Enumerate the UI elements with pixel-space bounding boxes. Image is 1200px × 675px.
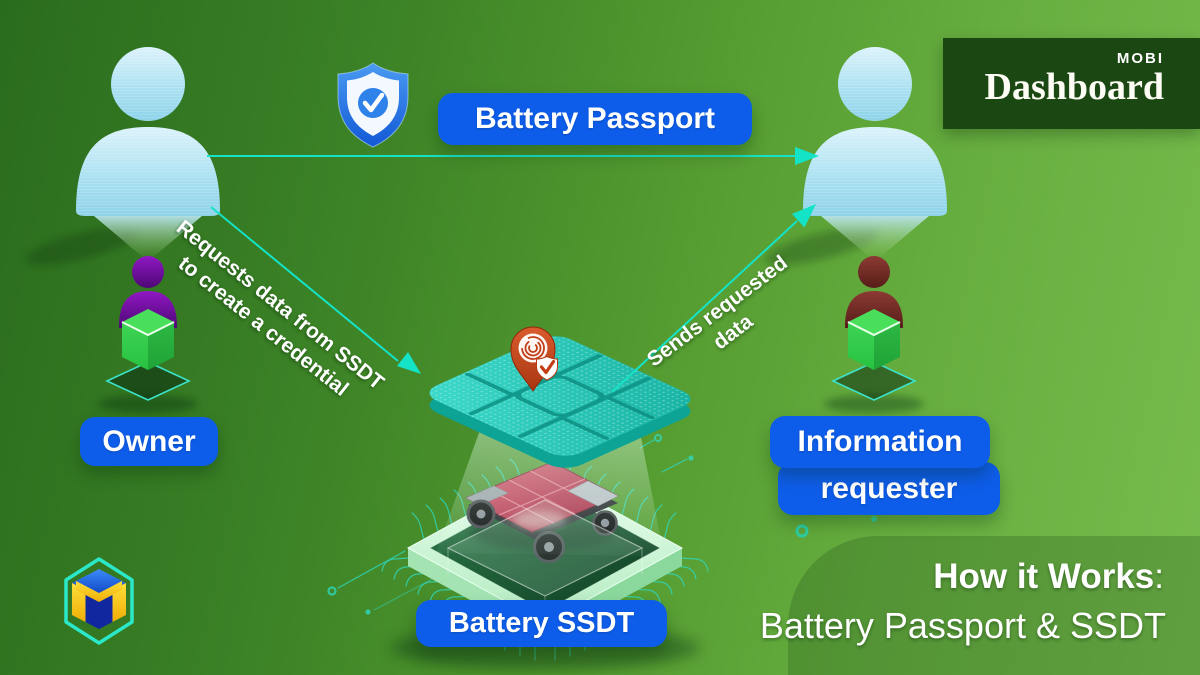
fingerprint-swirl: [521, 336, 545, 360]
requester-base-diamond: [831, 361, 917, 401]
brand-name: MOBI: [1116, 50, 1164, 67]
projection-beam: [436, 430, 664, 622]
request-arrowhead-icon: [397, 352, 421, 374]
send-arrow: [611, 204, 816, 393]
request-arrow: [210, 206, 421, 374]
mobi-cube-hexagon-logo: [64, 557, 134, 645]
battery-passport-label: Battery Passport: [438, 93, 752, 145]
footer-heading-text: How it Works: [933, 557, 1155, 596]
owner-projection-cone: [94, 216, 202, 259]
requester-projection-cone: [821, 216, 929, 259]
battery-ssdt-sim-chip: [429, 326, 691, 468]
send-arrowhead-icon: [792, 204, 816, 228]
footer-subheading: Battery Passport & SSDT: [759, 605, 1166, 646]
information-requester-text2: requester: [820, 471, 958, 505]
requester-avatar: [824, 256, 924, 413]
footer-heading-punct: :: [1154, 557, 1164, 596]
brand-panel: MOBI Dashboard: [943, 38, 1200, 129]
requester-hologram-figure: [803, 47, 947, 413]
footer-heading: How it Works:: [933, 557, 1164, 597]
battery-passport-label-text: Battery Passport: [474, 102, 716, 135]
owner-label: Owner: [80, 417, 218, 466]
verified-shield-check-icon: [337, 62, 409, 148]
location-pin-fingerprint-icon: [510, 326, 558, 392]
battery-ssdt-label-text: Battery SSDT: [448, 607, 635, 639]
passport-arrowhead-icon: [795, 147, 819, 165]
owner-base-diamond: [105, 361, 191, 401]
flow-arrows: [207, 147, 819, 393]
pin-check-icon: [539, 359, 556, 375]
information-requester-label-line2: requester: [778, 462, 1000, 515]
owner-label-text: Owner: [102, 424, 196, 458]
battery-ssdt-label: Battery SSDT: [416, 600, 667, 647]
information-requester-label-line1: Information: [770, 416, 990, 468]
footer-background-blob: [788, 536, 1200, 675]
brand-product: Dashboard: [984, 66, 1165, 108]
information-requester-text1: Information: [797, 425, 963, 458]
passport-arrow: [207, 147, 819, 165]
owner-hologram-figure: [76, 47, 220, 413]
owner-avatar: [98, 256, 198, 413]
